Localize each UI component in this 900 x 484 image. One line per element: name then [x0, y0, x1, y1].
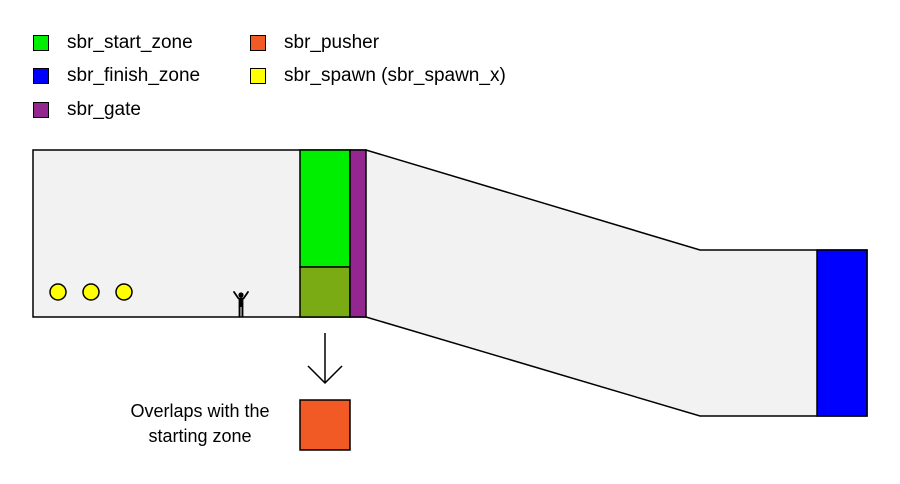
player-figure-icon: [233, 291, 249, 317]
legend-label-start-zone: sbr_start_zone: [67, 32, 193, 53]
start-zone: [299, 149, 351, 268]
gate: [349, 149, 367, 318]
legend-label-gate: sbr_gate: [67, 99, 141, 120]
start-zone-pusher-overlap: [299, 266, 351, 318]
legend-swatch-finish-zone: [33, 68, 49, 84]
spawn-points: [49, 283, 133, 301]
legend-item-gate: sbr_gate: [33, 99, 141, 121]
overlap-annotation: Overlaps with the starting zone: [100, 399, 300, 449]
legend: sbr_start_zone sbr_finish_zone sbr_gate …: [33, 32, 553, 128]
annotation-line-1: Overlaps with the: [130, 401, 270, 421]
spawn-point: [82, 283, 100, 301]
spawn-point: [49, 283, 67, 301]
legend-label-finish-zone: sbr_finish_zone: [67, 65, 201, 86]
legend-label-pusher: sbr_pusher: [284, 32, 380, 53]
legend-item-pusher: sbr_pusher: [250, 32, 379, 54]
legend-swatch-spawn: [250, 68, 266, 84]
legend-swatch-pusher: [250, 35, 266, 51]
legend-item-start-zone: sbr_start_zone: [33, 32, 193, 54]
arrow-down-icon: [307, 333, 343, 385]
spawn-point: [115, 283, 133, 301]
pusher: [299, 399, 351, 451]
corridor-floor: [32, 149, 868, 417]
legend-item-spawn: sbr_spawn (sbr_spawn_x): [250, 65, 506, 87]
annotation-line-2: starting zone: [148, 426, 252, 446]
legend-swatch-gate: [33, 102, 49, 118]
legend-item-finish-zone: sbr_finish_zone: [33, 65, 200, 87]
legend-label-spawn: sbr_spawn (sbr_spawn_x): [284, 65, 506, 86]
legend-swatch-start-zone: [33, 35, 49, 51]
finish-zone: [816, 249, 868, 417]
